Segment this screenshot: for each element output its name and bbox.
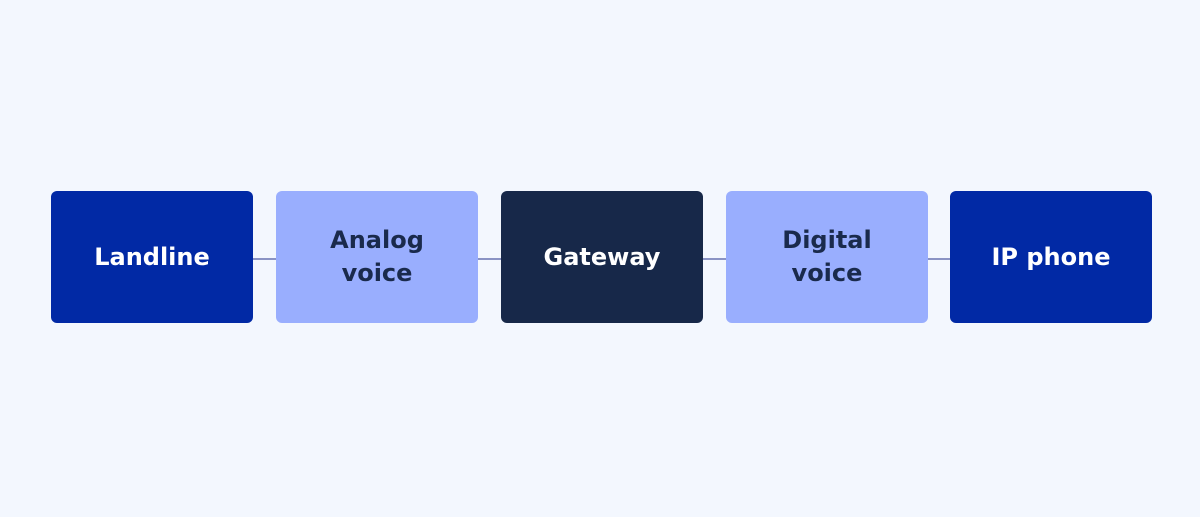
node-analog-voice: Analog voice [276, 191, 478, 323]
node-digital-voice: Digital voice [726, 191, 928, 323]
connector-line [478, 258, 501, 260]
connector-line [253, 258, 276, 260]
connector-line [703, 258, 726, 260]
flow-diagram: Landline Analog voice Gateway Digital vo… [51, 191, 1152, 323]
connector-line [928, 258, 950, 260]
node-gateway: Gateway [501, 191, 703, 323]
node-landline: Landline [51, 191, 253, 323]
node-ip-phone: IP phone [950, 191, 1152, 323]
